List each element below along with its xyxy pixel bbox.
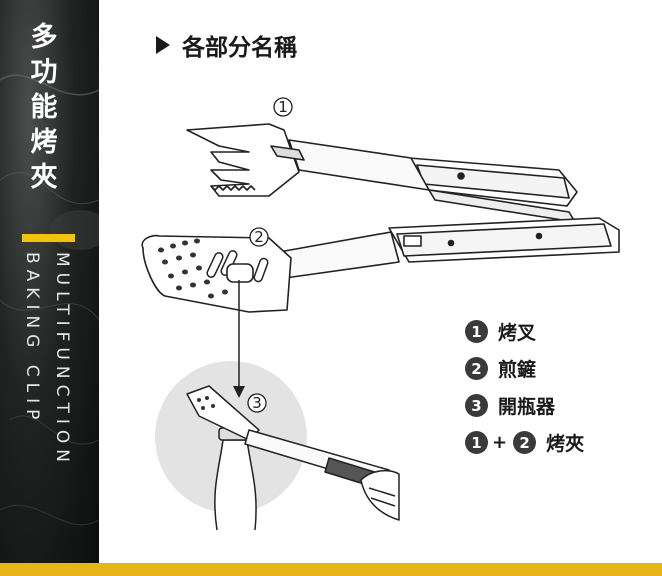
legend-label: 烤夾 xyxy=(546,433,585,455)
callout-3-circle xyxy=(247,393,267,413)
spatula-holes xyxy=(158,238,228,299)
bottle-opener-scene xyxy=(186,385,400,531)
legend-item-tongs: 1 + 2 烤夾 xyxy=(465,429,584,456)
title-char: 功 xyxy=(30,57,58,88)
title-char: 能 xyxy=(30,92,58,123)
sidebar-panel: 多 功 能 烤 夾 MULTIFUNCTION BAKING CLIP xyxy=(0,0,99,576)
tongs-illustration: 1 2 3 xyxy=(141,97,620,531)
heading-text: 各部分名稱 xyxy=(182,35,297,61)
legend-item-fork: 1 烤叉 xyxy=(465,318,584,345)
spatula-tool xyxy=(141,217,620,313)
title-char: 烤 xyxy=(30,127,58,158)
legend-label: 烤叉 xyxy=(498,322,537,344)
callout-3-label: 3 xyxy=(252,394,262,412)
plus-sign: + xyxy=(492,432,508,453)
product-title-vertical: 多 功 能 烤 夾 xyxy=(28,20,60,195)
number-badge-2: 2 xyxy=(513,431,537,454)
subtitle-english-line2: BAKING CLIP xyxy=(22,252,42,426)
opener-holes xyxy=(197,396,215,410)
number-badge-1: 1 xyxy=(465,431,488,454)
callout-2-circle xyxy=(249,227,269,247)
triangle-bullet-icon xyxy=(156,36,170,54)
callout-2-label: 2 xyxy=(254,228,264,246)
subtitle-english-line1: MULTIFUNCTION xyxy=(52,252,72,468)
title-char: 多 xyxy=(30,22,58,53)
callout-1-label: 1 xyxy=(278,98,288,116)
title-char: 夾 xyxy=(30,162,58,193)
fork-tool xyxy=(186,123,578,223)
legend-label: 開瓶器 xyxy=(498,396,556,418)
number-badge-2: 2 xyxy=(465,357,488,380)
arrow-down-icon xyxy=(233,386,245,398)
legend-label: 煎鏟 xyxy=(498,359,537,381)
number-badge-1: 1 xyxy=(465,320,488,343)
section-heading: 各部分名稱 xyxy=(156,28,297,62)
number-badge-3: 3 xyxy=(465,394,488,417)
callout-1-circle xyxy=(273,97,293,117)
opener-slot xyxy=(226,263,254,283)
accent-bar xyxy=(22,234,75,242)
parts-legend: 1 烤叉 2 煎鏟 3 開瓶器 1 + 2 烤夾 xyxy=(465,318,584,466)
bottom-accent-bar xyxy=(0,563,662,576)
legend-item-spatula: 2 煎鏟 xyxy=(465,355,584,382)
legend-item-opener: 3 開瓶器 xyxy=(465,392,584,419)
spatula-slots xyxy=(206,250,269,283)
